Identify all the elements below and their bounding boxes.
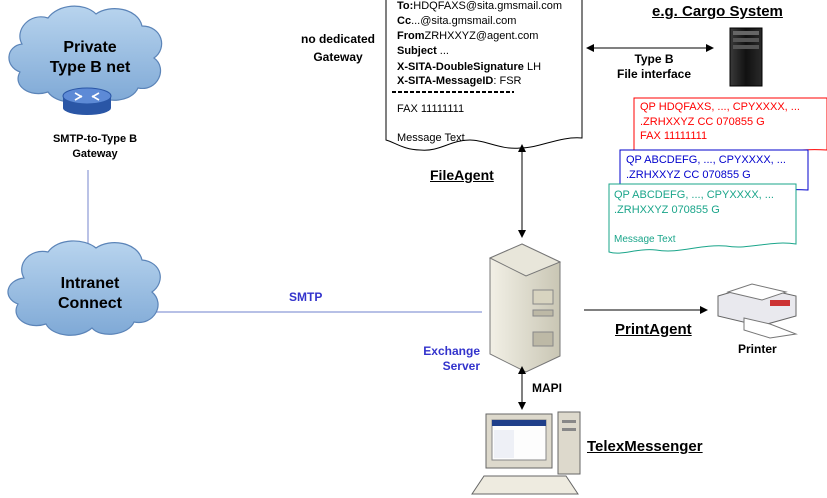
email-to-line: To:HDQFAXS@sita.gmsmail.com	[397, 0, 562, 12]
email-to-value: HDQFAXS@sita.gmsmail.com	[413, 0, 562, 12]
intranet-label-line1: Intranet	[60, 275, 120, 292]
no-gateway-label-line1: no dedicated	[300, 32, 375, 46]
email-from-value: ZRHXXYZ@agent.com	[424, 30, 539, 42]
no-gateway-label-line2: Gateway	[313, 50, 363, 64]
email-signature-value: LH	[523, 61, 542, 73]
email-cc-line: Cc...@sita.gmsmail.com	[397, 15, 516, 27]
smtp-label: SMTP	[289, 290, 323, 304]
printer-icon	[717, 283, 798, 339]
gateway-label: SMTP-to-Type B Gateway	[40, 132, 150, 162]
email-message-text: Message Text	[397, 132, 465, 144]
message-blue-line2: .ZRHXXYZ CC 070855 G	[626, 169, 751, 181]
email-subject-line: Subject ...	[397, 45, 449, 57]
router-icon	[62, 87, 112, 115]
intranet-label-line2: Connect	[58, 295, 122, 312]
email-cc-label: Cc	[397, 15, 412, 27]
exchange-server-icon	[488, 243, 562, 373]
file-agent-label: FileAgent	[430, 167, 494, 183]
private-net-label-line2: Type B net	[49, 59, 131, 76]
email-cc-value: ...@sita.gmsmail.com	[411, 15, 517, 27]
cargo-system-label: e.g. Cargo System	[652, 3, 783, 20]
private-net-label-line1: Private	[63, 39, 117, 56]
email-from-label: From	[397, 30, 425, 42]
exchange-server-label-line1: Exchange	[423, 344, 480, 358]
type-b-label-line1: Type B	[634, 52, 674, 66]
message-red-line3: FAX 11111111	[640, 130, 708, 142]
mapi-label: MAPI	[532, 381, 562, 395]
email-document	[385, 0, 583, 151]
exchange-server-label-line2: Server	[442, 359, 480, 373]
gateway-label-line2: Gateway	[72, 148, 118, 160]
cargo-system-server-icon	[729, 27, 763, 87]
email-signature-line: X-SITA-DoubleSignature LH	[397, 61, 541, 73]
email-subject-label: Subject	[397, 45, 437, 57]
message-teal-line2: .ZRHXXYZ 070855 G	[614, 204, 720, 216]
email-from-line: FromZRHXXYZ@agent.com	[397, 30, 538, 42]
printer-label: Printer	[738, 342, 777, 356]
print-agent-label: PrintAgent	[615, 321, 692, 338]
computer-icon	[471, 411, 581, 495]
message-blue-line1: QP ABCDEFG, ..., CPYXXXX, ...	[626, 154, 786, 166]
message-teal-line1: QP ABCDEFG, ..., CPYXXXX, ...	[614, 189, 774, 201]
private-net-label: Private Type B net	[40, 38, 140, 78]
type-b-label: Type B File interface	[600, 52, 708, 82]
email-msgid-label: X-SITA-MessageID	[397, 75, 494, 87]
intranet-label: Intranet Connect	[40, 274, 140, 314]
message-card-teal	[608, 183, 797, 254]
email-fax-line: FAX 11111111	[397, 103, 465, 115]
message-stack	[608, 97, 827, 254]
type-b-label-line2: File interface	[616, 67, 692, 81]
gateway-label-line1: SMTP-to-Type B	[52, 133, 138, 145]
intranet-cloud	[7, 240, 161, 336]
exchange-server-label: Exchange Server	[418, 344, 480, 374]
email-to-label: To:	[397, 0, 414, 12]
message-teal-line3: Message Text	[614, 234, 676, 245]
message-red-line1: QP HDQFAXS, ..., CPYXXXX, ...	[640, 101, 800, 113]
email-msgid-line: X-SITA-MessageID: FSR	[397, 75, 522, 87]
email-signature-label: X-SITA-DoubleSignature	[397, 61, 524, 73]
telex-messenger-label: TelexMessenger	[587, 438, 703, 455]
no-gateway-label: no dedicated Gateway	[296, 30, 380, 66]
email-msgid-value: : FSR	[493, 75, 522, 87]
message-red-line2: .ZRHXXYZ CC 070855 G	[640, 116, 765, 128]
email-subject-value: ...	[436, 45, 449, 57]
private-net-cloud	[8, 5, 163, 103]
